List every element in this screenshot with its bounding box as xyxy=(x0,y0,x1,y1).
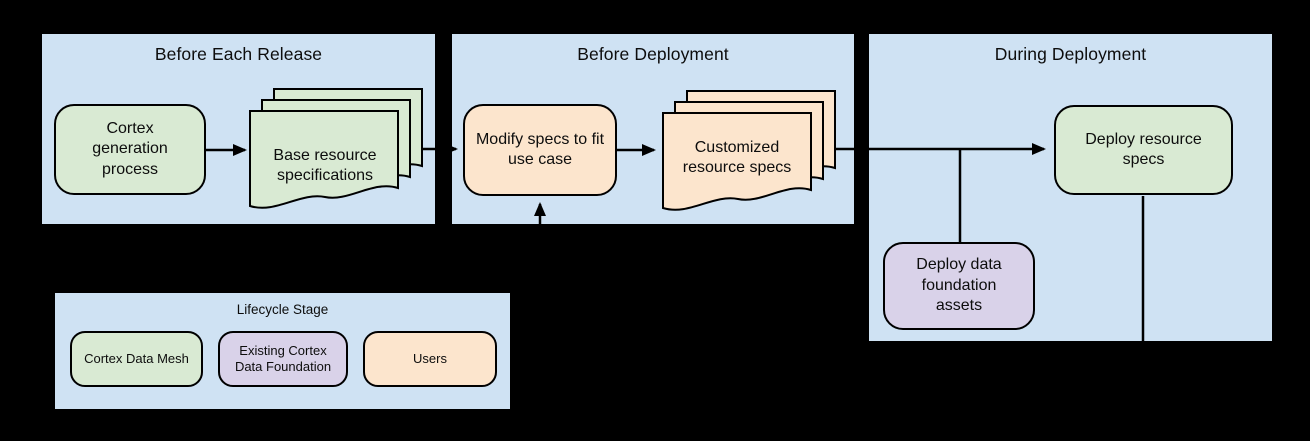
legend-item-label: Existing Cortex Data Foundation xyxy=(234,342,332,374)
legend-item-cortex-data-mesh: Cortex Data Mesh xyxy=(70,331,203,387)
doc-label-customized-resource-specs: Customized resource specs xyxy=(682,112,792,204)
node-label: Deploy resource specs xyxy=(1085,130,1202,168)
document-stack-icon-base-resource-specs xyxy=(249,88,423,209)
document-sheet xyxy=(249,110,399,209)
doc-label-text: Base resource specifications xyxy=(273,146,377,184)
legend-item-label: Users xyxy=(413,350,447,366)
node-deploy-data-foundation-assets: Deploy data foundation assets xyxy=(883,242,1035,330)
panel-title-before-deployment: Before Deployment xyxy=(577,44,729,64)
node-label: Cortex generation process xyxy=(92,119,168,178)
document-stack-icon-customized-resource-specs xyxy=(662,90,836,211)
legend-item-existing-cortex-data-foundation: Existing Cortex Data Foundation xyxy=(218,331,348,387)
legend-item-label: Cortex Data Mesh xyxy=(84,350,189,366)
legend-title: Lifecycle Stage xyxy=(236,302,329,317)
node-deploy-resource-specs: Deploy resource specs xyxy=(1054,105,1233,195)
document-sheet xyxy=(662,112,812,211)
node-cortex-generation-process: Cortex generation process xyxy=(54,104,206,195)
node-label: Modify specs to fit use case xyxy=(475,130,605,168)
doc-label-text: Customized resource specs xyxy=(682,138,792,176)
node-label: Deploy data foundation assets xyxy=(916,256,1002,315)
legend-lifecycle-stage: Lifecycle Stage Cortex Data Mesh Existin… xyxy=(55,293,510,409)
panel-title-before-each-release: Before Each Release xyxy=(154,44,323,64)
panel-title-during-deployment: During Deployment xyxy=(994,44,1147,64)
node-modify-specs-to-fit-use-case: Modify specs to fit use case xyxy=(463,104,617,196)
doc-label-base-resource-specifications: Base resource specifications xyxy=(251,112,399,212)
legend-item-users: Users xyxy=(363,331,497,387)
